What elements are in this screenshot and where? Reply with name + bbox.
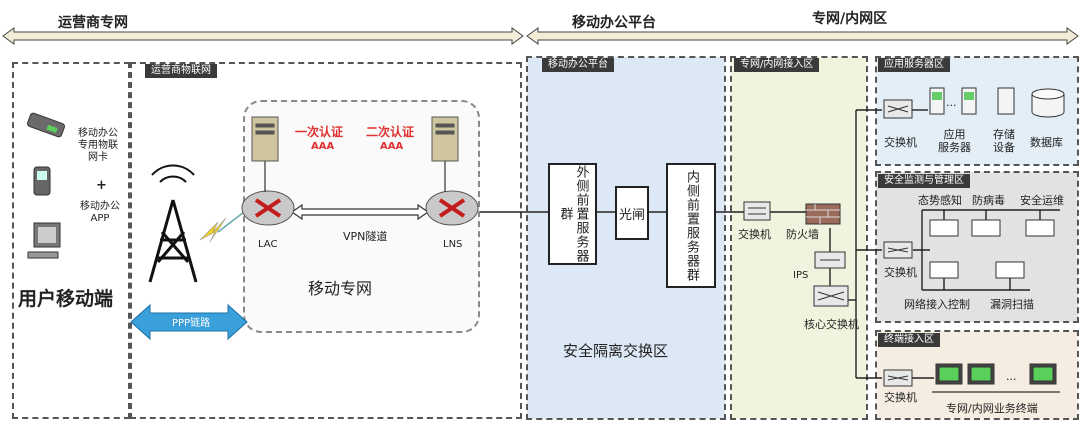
firewall-graphic [805, 203, 841, 225]
app-label: 移动办公 APP [80, 201, 120, 224]
database-graphic [1031, 88, 1065, 118]
platform-zone [526, 56, 726, 420]
app-server-graphic [929, 87, 977, 115]
access-zone [730, 56, 868, 420]
antivirus-label: 防病毒 [972, 194, 1005, 207]
aaa-server-2-graphic [431, 116, 459, 162]
tag-security: 安全监测与管理区 [878, 174, 970, 188]
mobile-network-label: 移动专网 [308, 279, 373, 298]
header-platform: 移动办公平台 [572, 15, 656, 31]
terminal-dots: ... [1006, 370, 1017, 383]
pc-graphic [27, 222, 61, 259]
security-switch-graphic [883, 241, 913, 259]
optical-gap: 光闸 [615, 186, 649, 240]
iot-card-label: 移动办公 专用物联 网卡 [78, 128, 118, 163]
lac-label: LAC [258, 239, 278, 250]
outer-server-cluster: 外侧前置服务器群 [548, 163, 597, 265]
terminal-pcs-graphic [932, 363, 1060, 393]
storage-graphic [997, 87, 1015, 115]
operator-iot-zone [130, 62, 522, 419]
ips-graphic [814, 251, 846, 269]
inner-server-cluster: 内侧前置服务器群 [666, 163, 716, 288]
access-switch-label: 交换机 [738, 228, 771, 241]
nac-label: 网络接入控制 [904, 298, 970, 311]
app-switch-label: 交换机 [884, 136, 917, 149]
app-dots: ... [946, 96, 957, 109]
security-appliances-graphic [929, 219, 1055, 279]
security-zone [875, 171, 1079, 323]
ops-label: 安全运维 [1020, 194, 1064, 207]
vpn-label: VPN隧道 [343, 230, 388, 243]
database-label: 数据库 [1030, 136, 1063, 149]
situation-label: 态势感知 [918, 194, 962, 207]
ppp-link-arrow [130, 303, 248, 341]
terminal-switch-label: 交换机 [884, 391, 917, 404]
access-switch-graphic [743, 201, 771, 221]
terminal-zone [875, 330, 1079, 420]
plus-sign: + [96, 178, 107, 193]
security-switch-label: 交换机 [884, 266, 917, 279]
intranet-header-arrow [526, 27, 1079, 45]
operator-header-arrow [2, 27, 524, 45]
phone-graphic [33, 166, 51, 196]
storage-label: 存储 设备 [993, 128, 1015, 154]
aaa-server-1-graphic [251, 116, 279, 162]
ips-label: IPS [793, 270, 809, 281]
tag-operator-iot: 运营商物联网 [145, 64, 217, 78]
scan-label: 漏洞扫描 [990, 298, 1034, 311]
auth2-aaa: AAA [380, 141, 404, 152]
ppp-label: PPP链路 [172, 318, 211, 329]
tower-graphic [148, 164, 198, 283]
user-zone [12, 62, 130, 419]
app-server-zone [875, 56, 1079, 166]
auth1-label: 一次认证 [295, 125, 344, 139]
lns-label: LNS [443, 239, 463, 250]
header-intranet: 专网/内网区 [812, 11, 888, 27]
iot-card-graphic [27, 112, 65, 138]
terminal-switch-graphic [883, 369, 913, 387]
lightning-graphic [199, 217, 227, 243]
tag-terminals: 终端接入区 [878, 333, 940, 347]
vpn-tunnel-arrow [290, 203, 430, 221]
tag-app-servers: 应用服务器区 [878, 58, 950, 72]
header-operator: 运营商专网 [58, 15, 128, 31]
auth1-aaa: AAA [311, 141, 335, 152]
lac-router-graphic [241, 190, 295, 226]
tag-platform: 移动办公平台 [542, 58, 614, 72]
app-servers-label: 应用 服务器 [938, 128, 971, 154]
auth2-label: 二次认证 [366, 125, 415, 139]
isolation-zone-label: 安全隔离交换区 [563, 342, 669, 360]
core-switch-graphic [813, 285, 849, 307]
access-zone-bg [731, 57, 867, 419]
core-switch-label: 核心交换机 [804, 318, 859, 331]
lns-router-graphic [425, 190, 479, 226]
terminal-label: 专网/内网业务终端 [946, 402, 1038, 415]
tag-access: 专网/内网接入区 [734, 58, 820, 72]
user-title: 用户移动端 [18, 288, 114, 310]
app-switch-graphic [883, 99, 913, 119]
firewall-label: 防火墙 [786, 228, 819, 241]
